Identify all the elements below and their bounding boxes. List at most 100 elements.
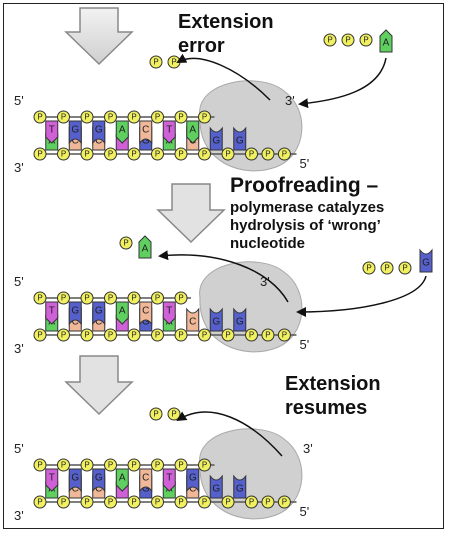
label-5prime-top: 5' (14, 93, 24, 108)
phosphate (127, 147, 141, 161)
phosphate-label: P (155, 461, 160, 470)
phosphate-label: P (345, 36, 350, 45)
phosphate-label: P (363, 36, 368, 45)
phosphate-label: P (178, 150, 183, 159)
phosphate (104, 458, 117, 472)
base-label: T (166, 473, 172, 484)
phosphate-label: P (84, 461, 89, 470)
phosphate-label: P (108, 113, 113, 122)
base-A (115, 468, 129, 492)
phosphate (80, 147, 94, 161)
phosphate-label: P (153, 410, 158, 419)
phosphate-label: P (131, 498, 136, 507)
base-label: C (142, 125, 149, 136)
release-arrow (176, 411, 283, 457)
base-G (233, 474, 247, 499)
release-arrow (176, 53, 271, 101)
label-3prime-top: 3' (303, 441, 313, 456)
base-T (45, 468, 59, 492)
phosphate (119, 236, 133, 250)
base-label: G (95, 306, 103, 317)
base-label: A (189, 125, 196, 136)
phosphate (174, 328, 188, 342)
base-label: C (72, 317, 79, 328)
base-G (233, 126, 247, 151)
phosphate (33, 495, 47, 509)
phosphate (198, 147, 211, 161)
base-T (162, 468, 176, 492)
phosphate-label: P (37, 461, 42, 470)
phosphate-label: P (61, 461, 66, 470)
base-label: C (72, 484, 79, 495)
phosphate-label: P (37, 498, 42, 507)
phosphate-label: P (131, 150, 136, 159)
phosphate-label: P (265, 498, 270, 507)
phosphate (198, 110, 211, 124)
phosphate-label: P (384, 264, 389, 273)
base-label: T (49, 473, 55, 484)
phosphate-label: P (131, 331, 136, 340)
phosphate (149, 55, 163, 69)
base-label: T (166, 306, 172, 317)
phosphate-label: P (202, 331, 207, 340)
phosphate (57, 495, 70, 509)
phosphate-label: P (178, 294, 183, 303)
phosphate-label: P (84, 113, 89, 122)
phosphate (57, 110, 70, 124)
base-label: C (142, 306, 149, 317)
phosphate-label: P (282, 331, 287, 340)
panel1-title-line2: error (178, 35, 225, 57)
phosphate-label: P (108, 294, 113, 303)
phosphate (57, 328, 70, 342)
phosphate (398, 261, 412, 275)
incoming-arrow (298, 57, 387, 109)
phosphate (198, 458, 211, 472)
panel-1: PAPCPCPTPGPAPCPGPGPPPPTPGPGPAPCPTPAP5'3'… (14, 29, 393, 175)
phosphate-label: P (171, 410, 176, 419)
phosphate (127, 328, 141, 342)
phosphate (33, 328, 47, 342)
base-G (209, 307, 223, 332)
phosphate (33, 291, 47, 305)
base-label: C (95, 484, 102, 495)
phosphate (57, 147, 70, 161)
base-label: C (95, 136, 102, 147)
phosphate (277, 495, 291, 509)
base-label: G (142, 484, 150, 495)
phosphate (33, 110, 47, 124)
phosphate (261, 495, 275, 509)
phosphate-label: P (225, 150, 230, 159)
phosphate-label: P (131, 461, 136, 470)
phosphate-label: P (402, 264, 407, 273)
base-label: T (49, 125, 55, 136)
phosphate (362, 261, 376, 275)
phosphate (127, 458, 141, 472)
phosphate (104, 291, 117, 305)
phosphate-label: P (202, 498, 207, 507)
base-G (92, 468, 106, 493)
step-arrow-1 (64, 7, 134, 66)
base-A (186, 120, 200, 144)
diagram-frame (3, 3, 444, 529)
phosphate-label: P (108, 150, 113, 159)
label-5prime-top: 5' (14, 274, 24, 289)
phosphate (80, 328, 94, 342)
phosphate-label: P (153, 58, 158, 67)
base-A (115, 301, 129, 325)
panel3-title-line2: resumes (285, 397, 367, 419)
panel3-title-line1: Extension (285, 373, 381, 395)
base-T (45, 120, 59, 144)
base-T (45, 301, 59, 325)
phosphate (151, 328, 164, 342)
panel2-title-line4: nucleotide (230, 235, 305, 252)
base-label: G (142, 317, 150, 328)
label-3prime-bottom: 3' (14, 160, 24, 175)
base-label: G (95, 125, 103, 136)
phosphate (104, 495, 117, 509)
phosphate (149, 407, 163, 421)
base-label: C (72, 136, 79, 147)
phosphate (57, 291, 70, 305)
phosphate-label: P (155, 331, 160, 340)
base-G (68, 468, 82, 493)
panel-3: PAPCPCPTPGPAPCPGPGPPPPTPGPGPAPCPTPGP5'3'… (14, 407, 313, 523)
